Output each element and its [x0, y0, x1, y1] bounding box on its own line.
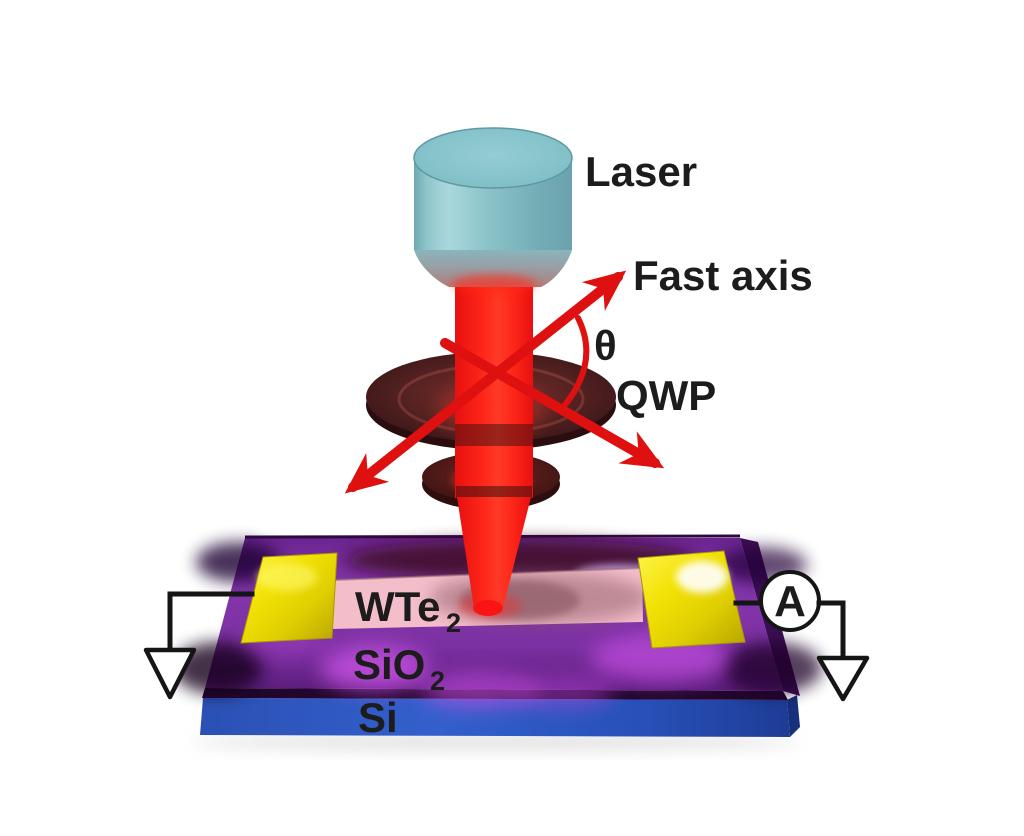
- theta-angle-arc: [561, 315, 590, 409]
- fast-axis-arrows: [344, 270, 665, 494]
- circuit: [143, 570, 870, 702]
- magenta-glow-4: [515, 677, 615, 707]
- corner-shade-front-right: [722, 642, 822, 694]
- ammeter-label: A: [774, 577, 806, 626]
- focused-beam: [457, 497, 531, 619]
- si-substrate-front: [200, 698, 790, 737]
- laser-label: Laser: [585, 148, 697, 195]
- magenta-glow-1: [320, 646, 430, 690]
- beam-tip: [473, 600, 503, 616]
- beam-cone: [457, 497, 531, 608]
- labels: Laser Fast axis θ QWP WTe 2 SiO 2 Si A: [353, 148, 813, 741]
- left-ground-symbol: [143, 647, 197, 700]
- reference-axis-arrow: [440, 338, 665, 469]
- laser-source: [413, 127, 573, 294]
- fast-axis-arrow: [344, 270, 627, 494]
- qwp-label: QWP: [616, 372, 716, 419]
- sio2-label: SiO: [353, 641, 425, 688]
- fast-axis-label: Fast axis: [633, 252, 813, 299]
- qwp-front-rim-over-beam: [455, 424, 533, 446]
- sio2-label-subscript: 2: [430, 666, 445, 696]
- left-electrode-sheen: [257, 563, 317, 591]
- theta-label: θ: [594, 322, 617, 369]
- wte2-label-subscript: 2: [446, 608, 461, 638]
- right-ground-symbol: [816, 655, 870, 702]
- sample-drop-shadow: [190, 734, 800, 750]
- magenta-glow-2: [420, 672, 540, 708]
- wte2-label: WTe: [355, 583, 441, 630]
- corner-shade-front-left: [173, 642, 263, 694]
- laser-top-face: [413, 127, 573, 189]
- left-wire: [167, 591, 255, 653]
- si-label: Si: [358, 694, 398, 741]
- laser-aperture-glow: [452, 274, 536, 294]
- si-substrate-side: [787, 695, 800, 737]
- magenta-glow-3: [590, 634, 730, 682]
- right-wire-b: [816, 600, 846, 661]
- right-electrode-glare: [676, 561, 728, 593]
